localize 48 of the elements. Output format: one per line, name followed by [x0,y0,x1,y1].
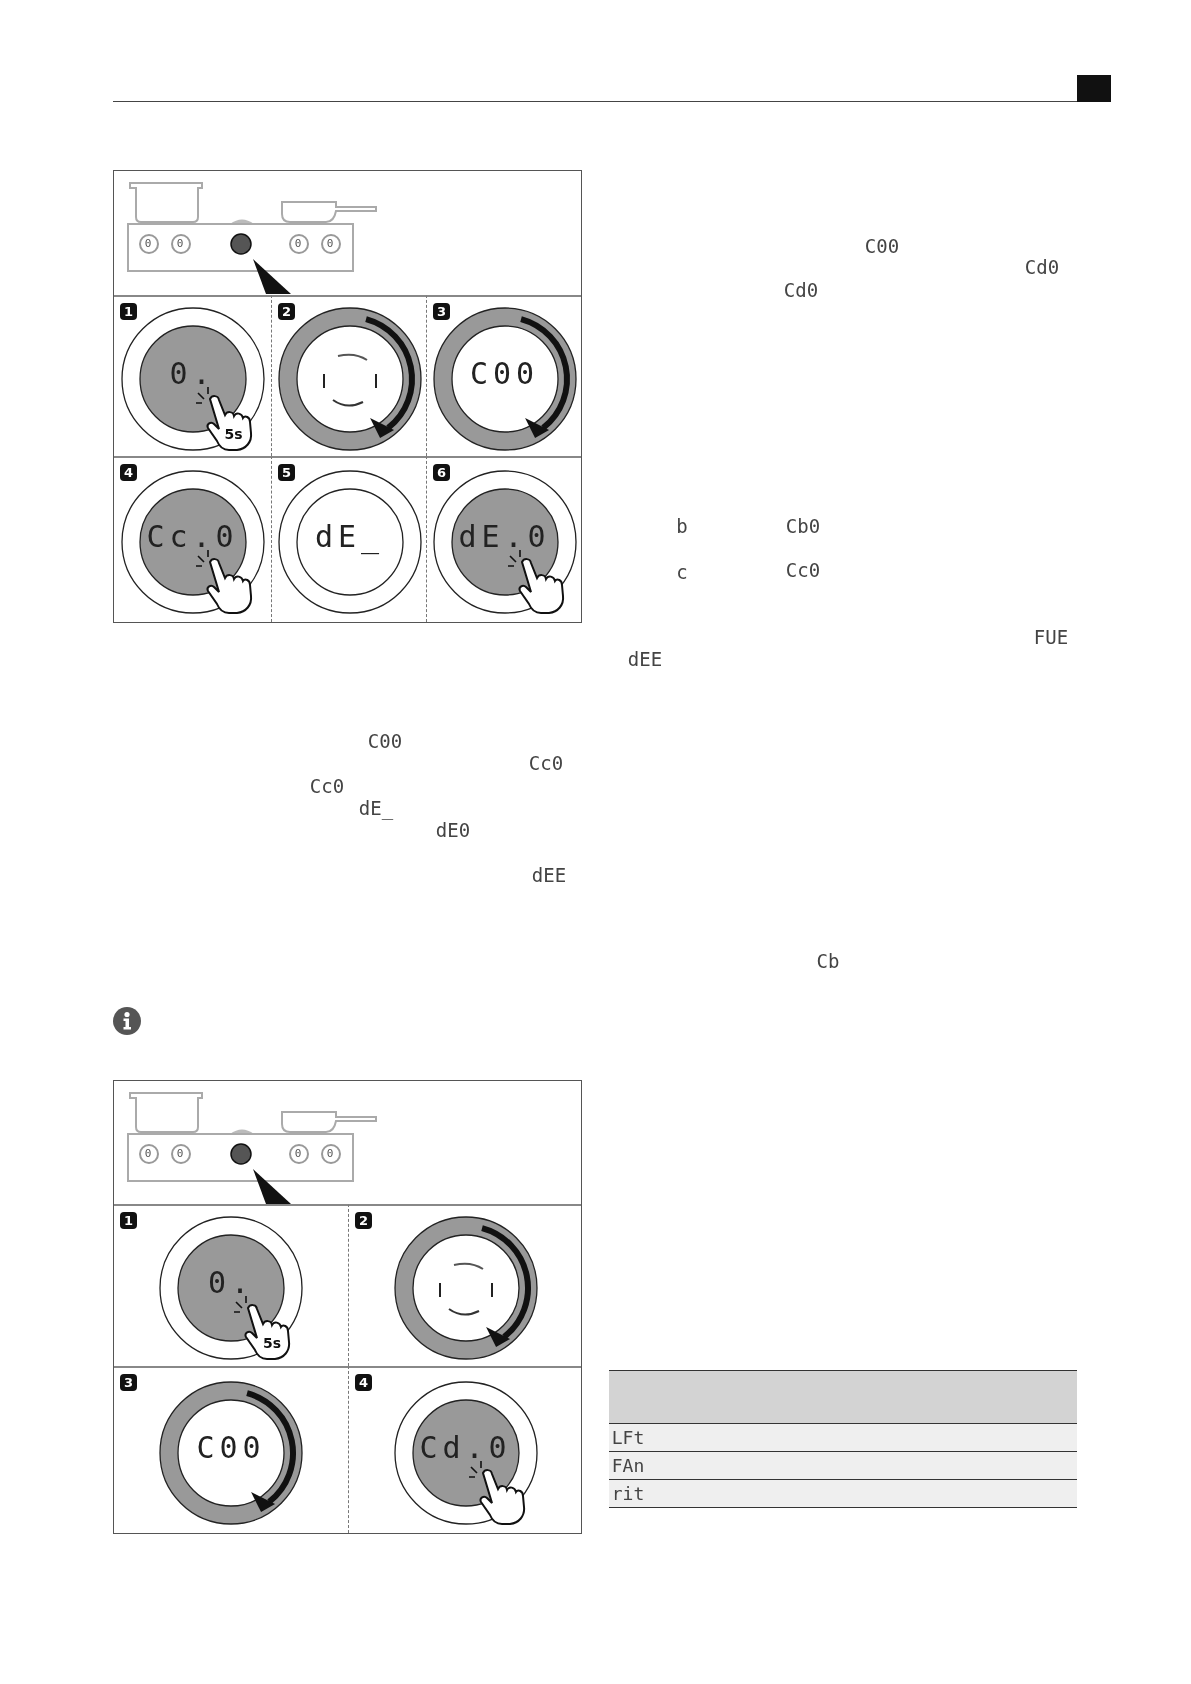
display-code: Cb0 [785,516,821,536]
step-number: 4 [355,1374,372,1391]
display-code: Cc0 [528,753,564,773]
step-panel [348,1366,581,1533]
step-number: 6 [433,464,450,481]
display-code: FUE [1033,627,1069,647]
display-code: FAn [611,1457,645,1475]
display-digit: 0 [326,237,334,249]
duration-label: 5s [263,1336,282,1350]
display-digit: 0 [176,237,184,249]
display-code: Cd0 [1024,257,1060,277]
display-digit: 0 [176,1147,184,1159]
display-code: Cb [816,951,840,971]
display-code: dEE [531,865,567,885]
duration-label: 5s [224,426,243,441]
display-readout: C00 [196,1432,266,1463]
display-code: LFt [611,1429,645,1447]
step-panel [348,1204,581,1366]
step-number: 1 [120,1212,137,1229]
display-code: Cd0 [783,280,819,300]
display-digit: 0 [144,237,152,249]
step-number: 5 [278,464,295,481]
display-code: c [676,562,688,582]
display-code: C00 [864,236,900,256]
display-code: Cc0 [785,560,821,580]
display-digit: 0 [294,237,302,249]
display-digit: 0 [326,1147,334,1159]
display-readout: dE.0 [458,522,551,552]
display-readout: 0. [207,1268,255,1298]
display-readout: 0. [169,358,216,389]
display-digit: 0 [294,1147,302,1159]
display-code: Cc0 [309,776,345,796]
step-number: 4 [120,464,137,481]
display-readout: Cc.0 [146,522,239,552]
step-number: 2 [355,1212,372,1229]
display-digit: 0 [144,1147,152,1159]
display-readout: C00 [469,358,540,389]
display-code: dE_ [358,798,394,818]
step-number: 1 [120,303,137,320]
step-number: 3 [120,1374,137,1391]
display-readout: Cd.0 [419,1432,512,1463]
display-code: C00 [367,731,403,751]
step-number: 3 [433,303,450,320]
step-number: 2 [278,303,295,320]
display-code: b [676,516,688,536]
display-code: rit [611,1485,645,1503]
display-code: dE0 [435,820,471,840]
display-code: dEE [627,649,663,669]
